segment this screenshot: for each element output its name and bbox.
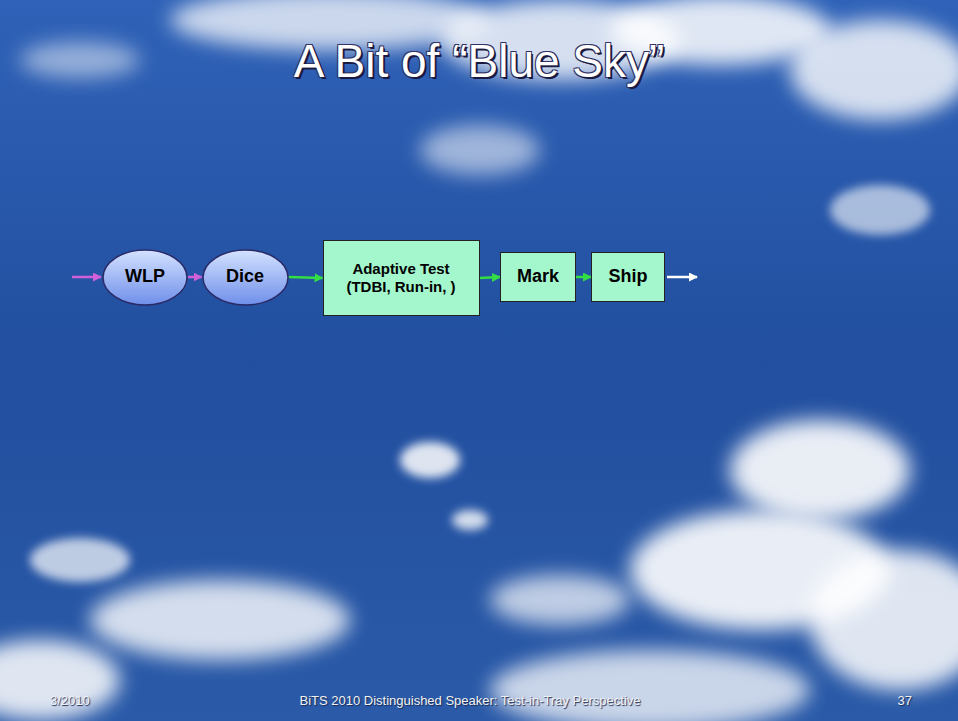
input-arrow — [72, 276, 101, 279]
cloud — [420, 125, 540, 175]
process-ellipse: WLP — [102, 249, 188, 306]
node-label: Ship — [609, 266, 648, 288]
cloud — [790, 20, 958, 120]
cloud — [830, 185, 930, 235]
cloud — [20, 42, 140, 78]
cloud — [0, 640, 120, 720]
node-label: Dice — [226, 266, 264, 288]
flow-arrow — [480, 277, 501, 278]
node-label: Adaptive Test (TDBI, Run-in, ) — [335, 260, 467, 296]
cloud — [490, 575, 630, 625]
slide-title: A Bit of “Blue Sky” — [0, 34, 958, 88]
process-box: Adaptive Test (TDBI, Run-in, ) — [323, 240, 480, 316]
cloud — [810, 550, 958, 690]
process-box: Mark — [500, 252, 576, 302]
process-ellipse: Dice — [202, 249, 289, 306]
flow-arrow — [289, 277, 323, 278]
ellipse-shape — [203, 250, 288, 305]
footer-text: 3/2010 — [50, 693, 90, 708]
node-label: WLP — [125, 266, 165, 288]
cloud — [90, 580, 350, 660]
cloud — [490, 650, 810, 721]
footer-text: 37 — [898, 693, 912, 708]
output-arrow — [667, 276, 697, 279]
flow-arrow — [188, 276, 202, 279]
process-box: Ship — [591, 252, 665, 302]
cloud — [30, 538, 130, 582]
ellipse-shape — [103, 250, 187, 305]
footer-text: BiTS 2010 Distinguished Speaker: Test-in… — [299, 693, 640, 708]
cloud — [452, 510, 488, 530]
cloud — [400, 442, 460, 478]
flow-arrow — [576, 276, 591, 279]
cloud — [730, 420, 910, 520]
node-label: Mark — [517, 266, 559, 288]
